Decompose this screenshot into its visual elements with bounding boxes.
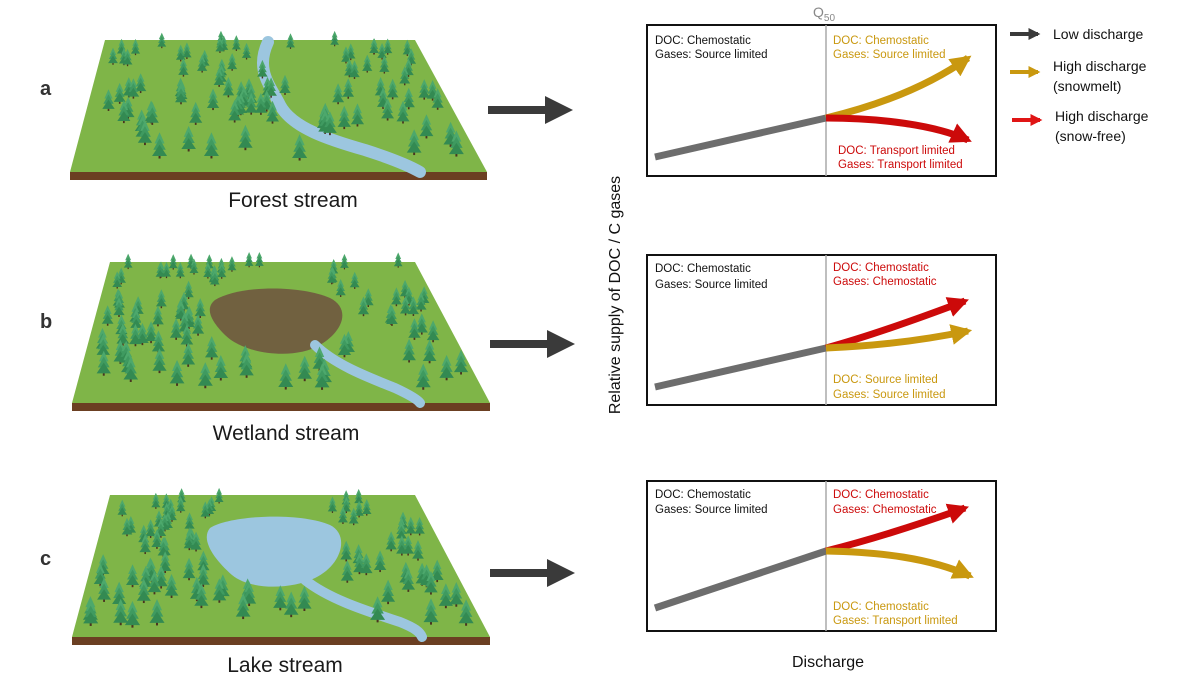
- low-discharge-line: [653, 547, 828, 612]
- tree-icon: [340, 253, 349, 270]
- panel-letter-b: b: [40, 311, 52, 333]
- lower-doc-text: DOC: Chemostatic: [833, 601, 929, 613]
- lake-scene: [72, 487, 490, 645]
- stream: [257, 36, 426, 178]
- tree-icon: [255, 252, 264, 268]
- scene-label-wetland: Wetland stream: [213, 422, 360, 445]
- upper-doc-text: DOC: Chemostatic: [833, 262, 929, 274]
- connector-arrow-b: [490, 330, 575, 358]
- lower-doc-text: DOC: Transport limited: [838, 145, 955, 157]
- legend-label-snowfree-sub: (snow-free): [1055, 128, 1126, 144]
- upper-gas-text: Gases: Chemostatic: [833, 276, 937, 288]
- lower-doc-text: DOC: Source limited: [833, 374, 938, 386]
- connector-arrow-c: [490, 559, 575, 587]
- low-discharge-line: [654, 114, 827, 161]
- snowfree-arrow: [825, 114, 972, 144]
- stream: [300, 575, 427, 642]
- snowmelt-arrow: [825, 324, 973, 352]
- legend-label-low: Low discharge: [1053, 26, 1143, 42]
- connector-arrow-a: [488, 96, 573, 124]
- low-discharge-line: [654, 344, 827, 391]
- upper-doc-text: DOC: Chemostatic: [833, 489, 929, 501]
- chart-panel-c: DOC: Chemostatic Gases: Source limited D…: [646, 480, 997, 632]
- upper-doc-text: DOC: Chemostatic: [833, 35, 929, 47]
- soil-edge: [72, 637, 490, 645]
- left-gas-text: Gases: Source limited: [655, 504, 768, 516]
- scene-label-forest: Forest stream: [228, 189, 358, 212]
- panel-letter-a: a: [40, 78, 52, 100]
- lower-gas-text: Gases: Source limited: [833, 389, 946, 401]
- scene-label-lake: Lake stream: [227, 654, 343, 675]
- tree-icon: [393, 252, 403, 268]
- chart-panel-b: DOC: Chemostatic Gases: Source limited D…: [646, 254, 997, 406]
- lower-gas-text: Gases: Transport limited: [838, 159, 963, 171]
- lake: [206, 516, 342, 587]
- left-doc-text: DOC: Chemostatic: [655, 489, 751, 501]
- tree-icon: [123, 253, 133, 270]
- legend-label-snowfree: High discharge: [1055, 108, 1149, 124]
- chart-panel-a: DOC: Chemostatic Gases: Source limited D…: [646, 24, 997, 177]
- upper-gas-text: Gases: Chemostatic: [833, 504, 937, 516]
- legend-label-snowmelt-sub: (snowmelt): [1053, 78, 1121, 94]
- stream: [310, 340, 425, 408]
- soil-edge: [70, 172, 487, 180]
- legend-label-snowmelt: High discharge: [1053, 58, 1147, 74]
- soil-edge: [72, 403, 490, 411]
- left-gas-text: Gases: Source limited: [655, 279, 768, 291]
- q50-label: Q50: [813, 4, 835, 24]
- snowfree-arrow: [825, 297, 969, 352]
- snowmelt-arrow: [825, 55, 972, 122]
- chart-frame: [646, 254, 997, 406]
- arrow-head-icon: [547, 559, 575, 587]
- left-doc-text: DOC: Chemostatic: [655, 263, 751, 275]
- chart-frame: [646, 24, 997, 177]
- y-axis-label: Relative supply of DOC / C gases: [607, 176, 624, 414]
- x-axis-label: Discharge: [792, 654, 864, 671]
- forest-scene: [70, 30, 487, 180]
- upper-gas-text: Gases: Source limited: [833, 49, 946, 61]
- snowfree-arrow: [825, 503, 969, 555]
- wetland-area: [209, 288, 343, 354]
- arrow-head-icon: [545, 96, 573, 124]
- legend: Low discharge High discharge (snowmelt) …: [1010, 26, 1149, 144]
- lower-gas-text: Gases: Transport limited: [833, 615, 958, 627]
- arrow-head-icon: [547, 330, 575, 358]
- left-gas-text: Gases: Source limited: [655, 49, 768, 61]
- left-doc-text: DOC: Chemostatic: [655, 35, 751, 47]
- wetland-scene: [72, 252, 490, 411]
- tree-icon: [244, 252, 254, 268]
- snowmelt-arrow: [825, 547, 974, 580]
- tree-icon: [168, 254, 178, 270]
- panel-letter-c: c: [40, 548, 51, 570]
- tree-icon: [330, 30, 340, 47]
